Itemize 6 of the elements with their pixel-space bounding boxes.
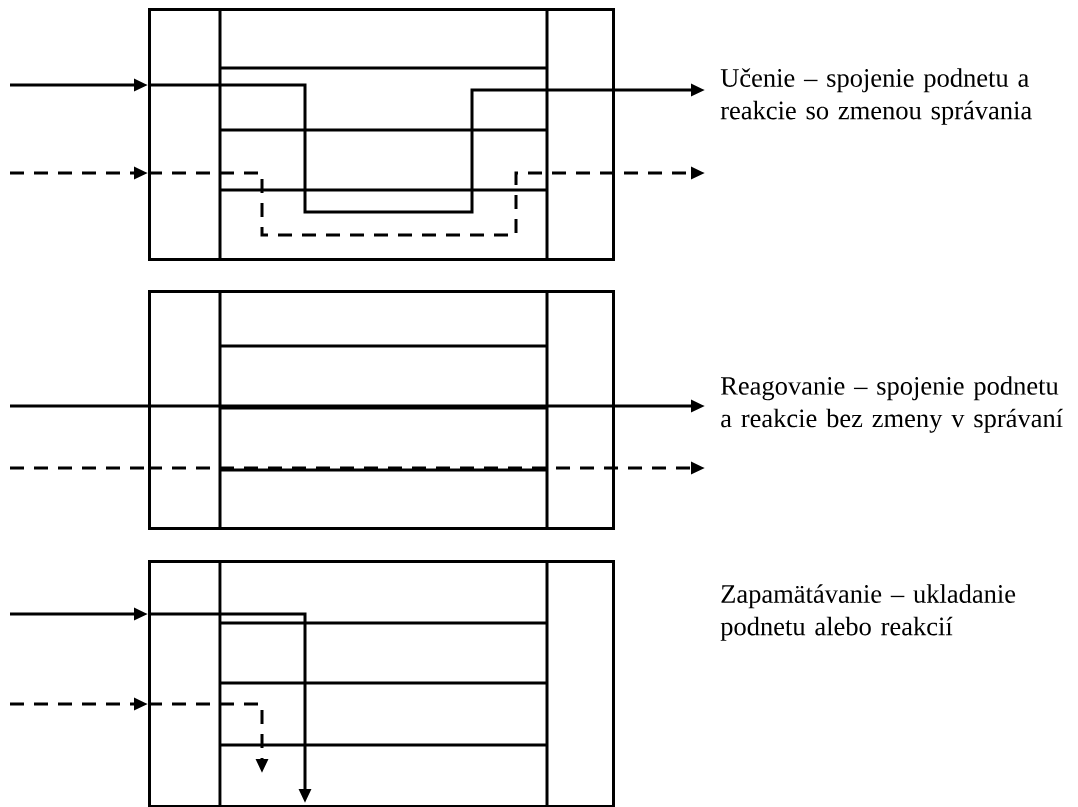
shelf-drawing bbox=[148, 8, 615, 261]
shelf-drawing bbox=[148, 560, 615, 807]
caption-text: Reagovanie – spojenie podnetu a reakcie bez zmeny v správaní bbox=[721, 376, 1063, 433]
caption-text: Zapamätávanie – ukladanie podnetu alebo reakcií bbox=[720, 584, 1016, 641]
shelf-drawing bbox=[148, 290, 615, 530]
caption-text: Učenie – spojenie podnetu a reakcie so zmenou správania bbox=[720, 68, 1032, 125]
